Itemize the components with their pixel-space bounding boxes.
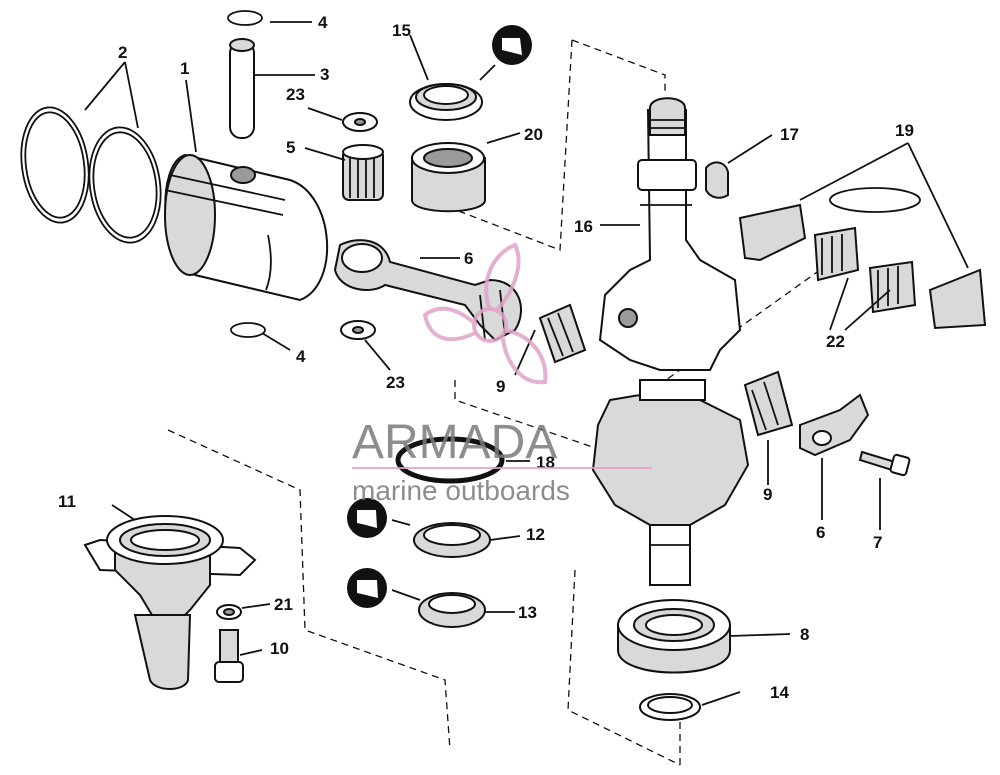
label-10: 10 bbox=[270, 639, 289, 658]
wrist-pin bbox=[229, 38, 255, 139]
label-23-top: 23 bbox=[286, 85, 305, 104]
rod-cap bbox=[799, 393, 870, 457]
needle-bearing bbox=[342, 144, 384, 201]
sealer-icon-top bbox=[492, 25, 532, 65]
label-2: 2 bbox=[118, 43, 127, 62]
label-20: 20 bbox=[524, 125, 543, 144]
label-4-top: 4 bbox=[318, 13, 328, 32]
sealer-icon-mid bbox=[347, 498, 387, 538]
label-11: 11 bbox=[58, 492, 76, 511]
snap-ring bbox=[639, 693, 701, 721]
watermark-tagline: marine outboards bbox=[352, 475, 570, 506]
seal-lower bbox=[418, 592, 486, 628]
label-9-right: 9 bbox=[763, 485, 772, 504]
label-7: 7 bbox=[873, 533, 882, 552]
label-9-left: 9 bbox=[496, 377, 505, 396]
washer-screw bbox=[214, 604, 244, 683]
label-15: 15 bbox=[392, 21, 411, 40]
label-16: 16 bbox=[574, 217, 593, 236]
retaining-rings bbox=[227, 10, 266, 338]
bearing-sleeve bbox=[411, 142, 486, 213]
label-12: 12 bbox=[526, 525, 545, 544]
label-13: 13 bbox=[518, 603, 537, 622]
bearing-housing bbox=[83, 515, 257, 690]
label-19: 19 bbox=[895, 121, 914, 140]
thrust-washers bbox=[340, 112, 378, 340]
leader-lines bbox=[84, 21, 969, 706]
label-23-bottom: 23 bbox=[386, 373, 405, 392]
main-bearing-assembly bbox=[738, 187, 987, 330]
seal-upper bbox=[409, 83, 483, 121]
label-5: 5 bbox=[286, 138, 295, 157]
label-8: 8 bbox=[800, 625, 809, 644]
label-1: 1 bbox=[180, 59, 189, 78]
woodruff-key bbox=[705, 161, 729, 199]
needle-cages bbox=[813, 226, 917, 314]
seal-middle bbox=[413, 522, 491, 558]
label-21: 21 bbox=[274, 595, 293, 614]
label-22: 22 bbox=[826, 332, 845, 351]
propeller-logo-icon bbox=[422, 242, 548, 385]
piston bbox=[164, 153, 329, 302]
part-number-labels: 1 2 3 4 4 5 6 6 7 8 9 9 10 11 12 13 14 1… bbox=[58, 13, 914, 702]
label-6-cap: 6 bbox=[816, 523, 825, 542]
label-3: 3 bbox=[320, 65, 329, 84]
o-ring bbox=[395, 436, 505, 484]
sealer-icon-low bbox=[347, 568, 387, 608]
watermark-brand: ARMADA bbox=[352, 416, 557, 469]
ball-bearing bbox=[617, 599, 731, 674]
label-4-bottom: 4 bbox=[296, 347, 306, 366]
label-6-rod: 6 bbox=[464, 249, 473, 268]
rod-bearings bbox=[538, 303, 794, 437]
crankshaft bbox=[591, 97, 750, 586]
watermark: ARMADA marine outboards bbox=[352, 242, 652, 506]
cap-screw bbox=[858, 450, 911, 477]
piston-rings bbox=[20, 106, 162, 244]
label-17: 17 bbox=[780, 125, 799, 144]
label-14: 14 bbox=[770, 683, 789, 702]
